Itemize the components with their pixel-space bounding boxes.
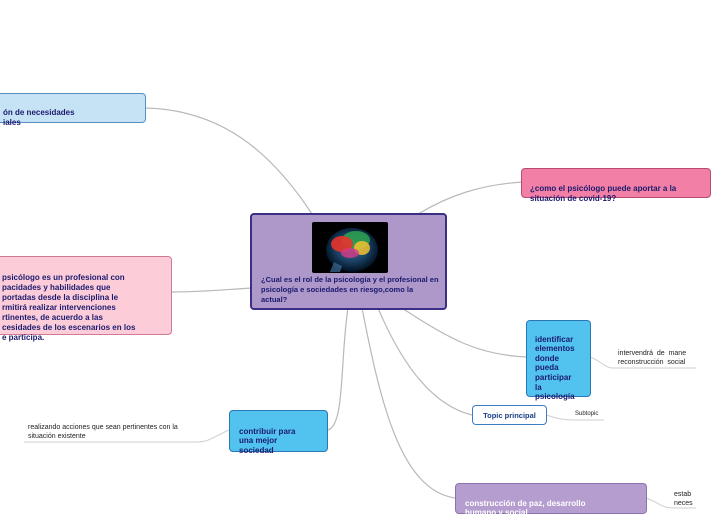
link-contribute [327,307,349,431]
node-peace-construction[interactable]: construcción de paz, desarrollo humano y… [455,483,647,517]
peace-subtopic-text[interactable]: estab neces [674,491,693,508]
link-right-top [417,181,523,215]
node-identify-elements[interactable]: identificar elementos donde pueda partic… [526,320,591,401]
link-contribute-sub [24,429,230,443]
contribute-subtopic-text[interactable]: realizando acciones que sean pertinentes… [28,424,178,441]
link-left-mid [171,287,253,293]
link-topic-sub [545,414,604,421]
link-build [361,307,456,499]
node-psychologist-profile[interactable]: psicólogo es un profesional con pacidade… [0,256,172,342]
connector-lines [24,107,696,509]
node-topic-principal-label: Topic principal [483,411,536,420]
node-covid-question-label: ¿como el psicólogo puede aportar a la si… [530,184,677,203]
central-topic-title: ¿Cual es el rol de la psicología y el pr… [261,275,439,304]
link-left-top [145,107,313,215]
node-needs[interactable]: ón de necesidades iales [0,93,146,127]
link-identify [401,307,527,358]
link-topic [377,307,473,416]
link-identify-sub [589,356,696,369]
node-contribute-society[interactable]: contribuir para una mejor sociedad [229,410,328,455]
central-topic[interactable]: ¿Cual es el rol de la psicología y el pr… [250,213,447,310]
node-contribute-society-label: contribuir para una mejor sociedad [239,426,296,455]
node-topic-principal[interactable]: Topic principal [472,405,547,425]
node-needs-label: ón de necesidades iales [3,108,75,127]
subtopic-text[interactable]: Subtopic [575,411,599,417]
node-psychologist-profile-label: psicólogo es un profesional con pacidade… [2,273,136,342]
brain-image [312,222,388,273]
node-peace-construction-label: construcción de paz, desarrollo humano y… [465,498,586,518]
link-build-sub [645,497,696,509]
node-identify-elements-label: identificar elementos donde pueda partic… [535,334,575,402]
node-covid-question[interactable]: ¿como el psicólogo puede aportar a la si… [521,168,711,203]
identify-subtopic-text[interactable]: intervendrá de mane reconstrucción socia… [618,350,687,367]
